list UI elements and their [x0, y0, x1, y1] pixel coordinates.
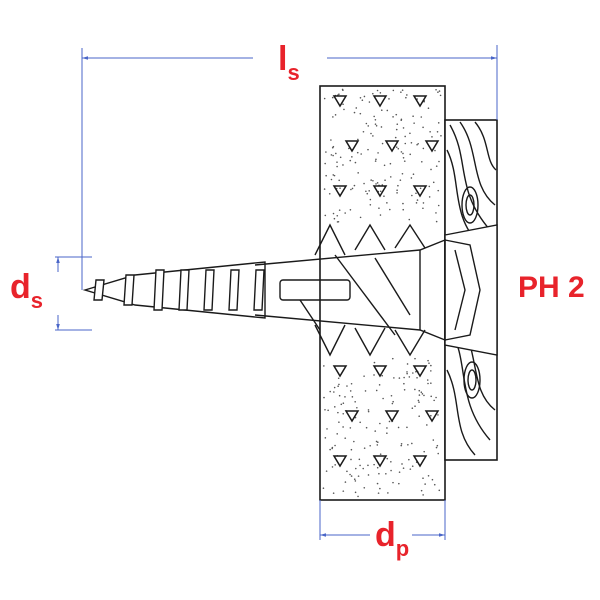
screw-diameter-dimension: ds [10, 256, 92, 331]
length-dimension: ls [81, 40, 498, 290]
screw-diameter-label: ds [10, 268, 43, 313]
wood-board [444, 119, 498, 461]
screw-length-label: ls [278, 40, 300, 85]
wall-plug [254, 223, 446, 357]
screw [82, 239, 481, 341]
plug-diameter-dimension: dp [319, 500, 446, 561]
drive-type-label: PH 2 [518, 271, 585, 304]
plug-diameter-label: dp [375, 516, 409, 561]
concrete-wall [319, 85, 446, 501]
